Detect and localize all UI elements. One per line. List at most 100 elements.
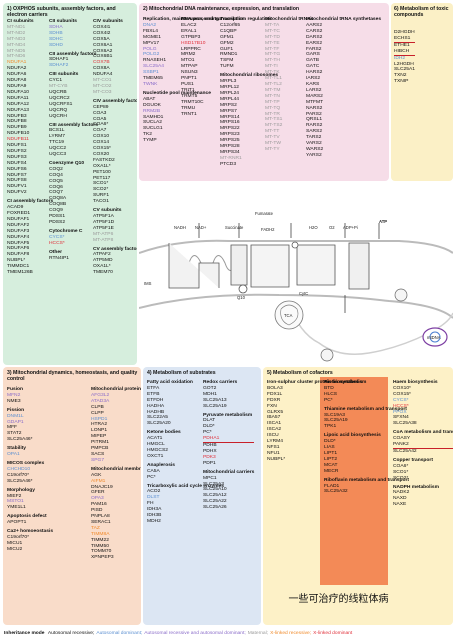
gene-item: SLC22A5 (147, 415, 168, 421)
gene-item: PC* (147, 474, 156, 480)
group-heading: Fusion (7, 387, 24, 392)
gene-item: NDUFS8 (7, 178, 27, 184)
gene-item: HADHA (147, 403, 165, 409)
gene-item: L2HGDH (394, 61, 414, 67)
label-q10: Q10 (237, 295, 245, 300)
gene-item: MT-TK (265, 70, 280, 76)
gene-item: NDUFA6 (7, 72, 27, 78)
gene-item: FARS2 (306, 46, 322, 52)
gene-item: RRM2B (143, 108, 161, 114)
gene-item: SLC25A38 (393, 421, 417, 427)
gene-item: MRPL24 (220, 90, 240, 96)
gene-item: MT-TS1 (265, 117, 283, 123)
gene-item: GATB (306, 58, 319, 64)
gene-item: IDH2 (394, 55, 406, 61)
gene-item: TXNIP (394, 79, 409, 85)
group-heading: CV assembly factors (93, 246, 137, 252)
gene-item: MT-CO1 (93, 78, 112, 84)
gene-item: PAM16 (91, 502, 107, 508)
gene-item: COX15* (393, 391, 411, 397)
group-heading: Mitochondrial tRNAs (265, 17, 314, 22)
gene-item: MT-TA (265, 22, 280, 28)
gene-item: UQCRC2 (49, 95, 70, 101)
gene-item: NDUFS4 (7, 160, 27, 166)
gene-item: MFF (7, 425, 18, 431)
gene-item: MRPL3 (220, 79, 237, 85)
panel-title: 4) Metabolism of substrates (147, 370, 216, 376)
group-heading: Replication, maintenance, and transcript… (143, 17, 245, 22)
group-heading: Cytochrome C (49, 228, 83, 234)
gene-item: MRPS22 (220, 126, 240, 132)
gene-item: PDHA1 (203, 436, 255, 444)
gene-item: NDUFAF1 (7, 216, 30, 222)
gene-item: NAXE (393, 502, 407, 508)
gene-item: NDUFA9 (7, 83, 27, 89)
gene-item: TRNT1 (181, 111, 197, 117)
gene-item: TMEM65 (143, 76, 163, 82)
label-fumarate: Fumarate (255, 211, 273, 216)
gene-item: SLC25A3 (203, 481, 224, 487)
group-heading: Apoptosis defect (7, 514, 47, 520)
gene-item: NFS1 (267, 444, 280, 450)
legend-item: X-linked recessive; (270, 631, 312, 636)
gene-item: LIAS (324, 445, 335, 451)
group-heading: Anaplerosis (147, 462, 175, 468)
gene-item: MARS2 (306, 93, 323, 99)
group-heading: Copper transport (393, 457, 433, 463)
gene-item: SDHA (49, 24, 63, 30)
gene-item: COQ7 (49, 190, 63, 196)
gene-item: SLC25A12 (203, 493, 227, 499)
group-heading: Fatty acid oxidation (147, 380, 193, 385)
gene-item: FDXR (267, 397, 281, 403)
gene-item: SLC25A4 (143, 64, 164, 70)
gene-item: MTFMT (306, 99, 324, 105)
gene-item: NDUFAF2 (7, 222, 30, 228)
gene-item: CEP89 (93, 104, 109, 110)
group-heading: CoA metabolism and transport (393, 430, 453, 436)
gene-item: TOMM70 (91, 549, 112, 555)
gene-item: MRPL12 (220, 84, 240, 90)
label-ims: IMS (144, 281, 152, 286)
gene-item: APOPT1 (7, 520, 27, 526)
gene-item: MT-TT (265, 129, 280, 135)
gene-item: TMEM70 (93, 270, 113, 276)
gene-item: LIPT1 (324, 450, 338, 456)
gene-item: SCO1* (393, 469, 409, 475)
label-h2o: H2O (309, 225, 318, 230)
group-heading: Stability (7, 446, 27, 452)
gene-item: NDUFAF8 (7, 252, 30, 258)
gene-item: MIPEP (91, 434, 107, 440)
gene-item: PISD (91, 508, 103, 514)
gene-item: FBXL4 (143, 28, 158, 34)
gene-item: COX4I1 (93, 24, 111, 30)
group-heading: Mitochondrial membrane phospholipid and … (91, 466, 141, 472)
group-heading: Mitochondrial ribosomes (220, 73, 279, 79)
gene-item: PET100 (93, 169, 111, 175)
group-heading: MICOS complex (7, 460, 45, 466)
gene-item: EARS2 (306, 40, 323, 46)
gene-item: UQCC3 (49, 152, 67, 158)
gene-item: MSTO1 (7, 499, 24, 505)
gene-item: HTRA2 (91, 422, 108, 428)
group-heading: CIII assembly factors (49, 122, 98, 128)
gene-item: MT-ND6 (7, 54, 26, 60)
gene-item: NDUFB9 (7, 125, 27, 131)
gene-item: ATP5MD (93, 258, 113, 264)
gene-item: MRPS34 (220, 149, 240, 155)
group-heading: Lipoic acid biosynthesis (324, 433, 381, 439)
gene-item: DLAT (203, 418, 216, 424)
gene-item: NFU1 (267, 450, 280, 456)
gene-item: SAMHD1 (143, 114, 164, 120)
gene-item: COX4I2 (93, 30, 111, 36)
gene-item: NDUFAF3 (7, 228, 30, 234)
gene-item: ERAL1 (181, 28, 197, 34)
gene-item: ETHE1 (394, 42, 410, 48)
label-nadplus: NAD+ (195, 225, 207, 230)
group-heading: CII assembly factors (49, 51, 97, 57)
gene-item: KARS (306, 81, 320, 87)
gene-item: TWNK (143, 81, 158, 87)
